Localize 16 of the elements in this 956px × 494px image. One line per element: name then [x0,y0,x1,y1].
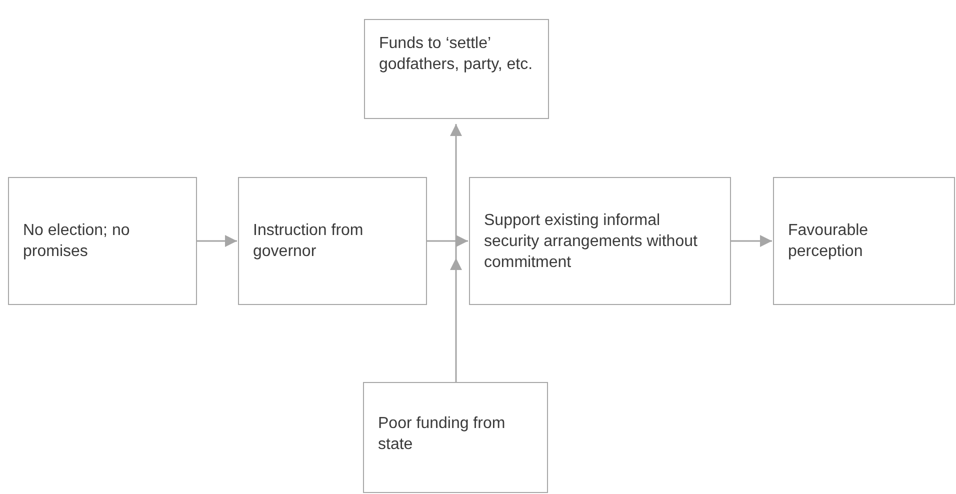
box-text: Funds to ‘settle’ godfathers, party, etc. [379,34,534,75]
process-box [773,177,955,305]
arrow [731,235,772,247]
arrow [197,235,237,247]
process-box [363,382,548,493]
arrow [427,235,468,247]
arrow [450,124,462,382]
process-box [238,177,427,305]
process-box [364,19,549,119]
box-text: Support existing informal security arrangements without commitment [484,210,698,272]
process-box [469,177,731,305]
box-text: Poor funding from state [378,414,506,455]
box-text: Favourable perception [788,221,870,262]
box-text: No election; no promises [23,221,131,262]
process-box [8,177,197,305]
box-text: Instruction from governor [253,221,364,262]
